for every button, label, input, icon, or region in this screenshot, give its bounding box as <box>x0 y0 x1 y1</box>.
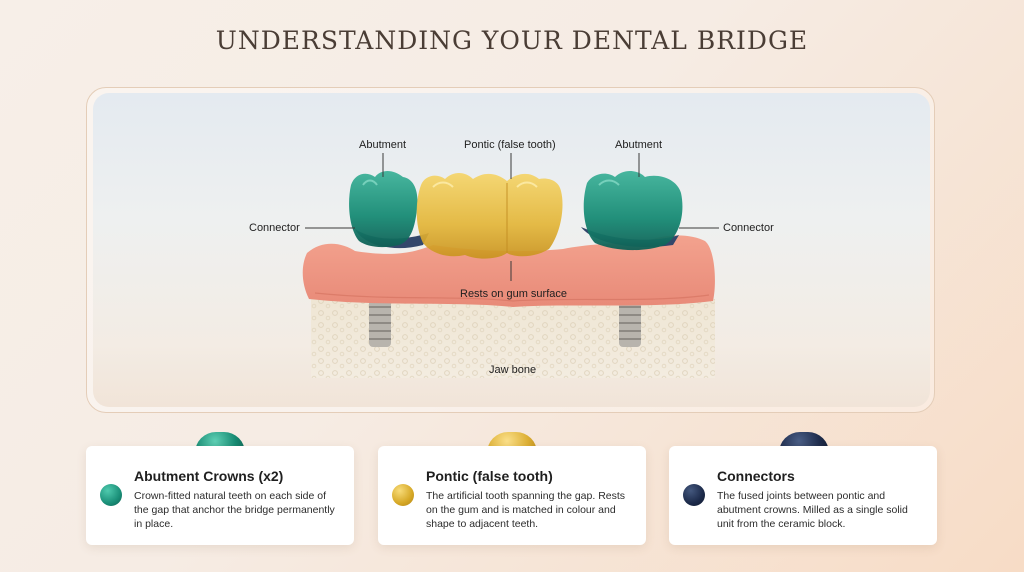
gold-dot-icon <box>392 484 414 506</box>
label-gum: Rests on gum surface <box>460 288 567 300</box>
abutment-right-crown <box>583 171 683 251</box>
card-pontic: Pontic (false tooth) The artificial toot… <box>378 446 646 545</box>
jaw-bone <box>311 299 715 378</box>
label-jaw-bone: Jaw bone <box>489 364 537 376</box>
navy-dot-icon <box>683 484 705 506</box>
abutment-left-crown <box>349 171 418 248</box>
card-title: Abutment Crowns (x2) <box>134 468 284 484</box>
card-abutment-crowns: Abutment Crowns (x2) Crown-fitted natura… <box>86 446 354 545</box>
card-title: Pontic (false tooth) <box>426 468 553 484</box>
label-abutment-right: Abutment <box>615 139 663 151</box>
label-connector-left: Connector <box>249 222 300 234</box>
teal-dot-icon <box>100 484 122 506</box>
dental-bridge-illustration <box>302 153 719 378</box>
leader-lines <box>305 153 719 281</box>
page-title: UNDERSTANDING YOUR DENTAL BRIDGE <box>215 26 809 55</box>
label-abutment-left: Abutment <box>359 139 407 151</box>
card-text: The fused joints between pontic and abut… <box>717 490 908 530</box>
label-pontic: Pontic (false tooth) <box>464 139 556 151</box>
diagram-panel: Abutment Pontic (false tooth) Abutment C… <box>93 93 930 407</box>
pontic-crown <box>416 173 563 259</box>
card-title: Connectors <box>717 468 795 484</box>
card-connectors: Connectors The fused joints between pont… <box>669 446 937 545</box>
implant-left <box>369 299 391 347</box>
card-text: The artificial tooth spanning the gap. R… <box>426 490 626 530</box>
implant-right <box>619 299 641 347</box>
label-connector-right: Connector <box>723 222 774 234</box>
gum <box>302 235 715 307</box>
card-text: Crown-fitted natural teeth on each side … <box>134 490 335 530</box>
